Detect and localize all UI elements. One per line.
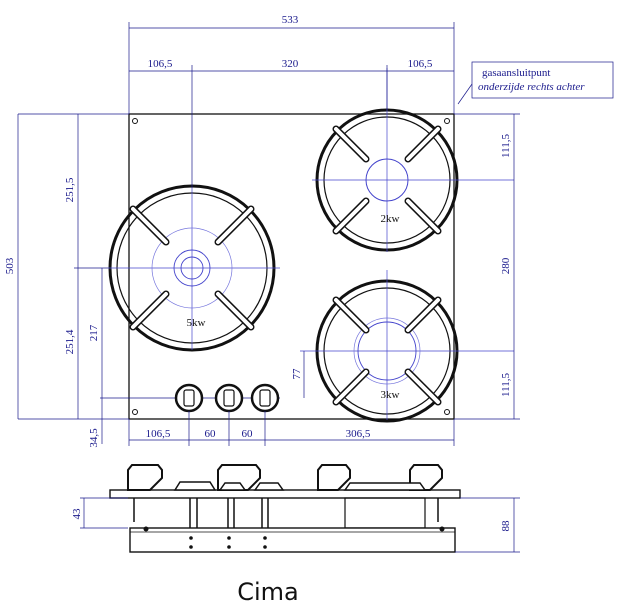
- dim-total-width: 533: [282, 14, 299, 26]
- control-knobs: [100, 383, 280, 413]
- knob-1: [174, 383, 204, 413]
- dim-knob-height: 217: [88, 324, 100, 341]
- dimension-lines-bottom: [128, 411, 455, 446]
- dimension-lines-right: [303, 113, 520, 420]
- product-caption: Cima: [237, 578, 299, 606]
- dim-knob-gap-2: 60: [242, 428, 254, 440]
- knob-2: [214, 383, 244, 413]
- burner-front-right: [300, 270, 514, 423]
- knob-3: [250, 383, 280, 413]
- hob-top-plate: [128, 113, 455, 420]
- dim-right-top: 111,5: [500, 134, 512, 158]
- dim-knob-right: 306,5: [346, 428, 371, 440]
- dimension-lines-top: [128, 22, 455, 188]
- dim-left-upper: 251,5: [64, 177, 76, 202]
- dim-total-depth: 503: [4, 257, 16, 274]
- dim-right-bottom: 111,5: [500, 373, 512, 397]
- dim-knob-left: 106,5: [146, 428, 171, 440]
- dim-side-88: 88: [500, 520, 512, 532]
- gas-note-line1: gasaansluitpunt: [482, 67, 550, 79]
- dim-front-margin: 34,5: [88, 428, 100, 448]
- dim-side-43: 43: [71, 508, 83, 520]
- gas-note-box: [457, 61, 614, 105]
- burner-power-label-front-right: 3kw: [381, 389, 400, 401]
- dimension-lines-left: [17, 113, 129, 444]
- dim-burner-offset: 77: [291, 368, 303, 380]
- dim-left-to-burner: 106,5: [148, 58, 173, 70]
- mounting-holes: [132, 118, 450, 415]
- dim-knob-gap-1: 60: [205, 428, 217, 440]
- burner-power-label-left: 5kw: [187, 317, 206, 329]
- burner-power-label-rear-right: 2kw: [381, 213, 400, 225]
- dim-right-to-burner: 106,5: [408, 58, 433, 70]
- dim-left-lower: 251,4: [64, 329, 76, 354]
- dim-burner-span: 320: [282, 58, 299, 70]
- dim-right-mid: 280: [500, 257, 512, 274]
- side-view: [109, 464, 461, 553]
- gas-note-line2: onderzijde rechts achter: [478, 81, 585, 93]
- side-dimension-lines: [80, 497, 520, 553]
- burner-left: [108, 184, 280, 352]
